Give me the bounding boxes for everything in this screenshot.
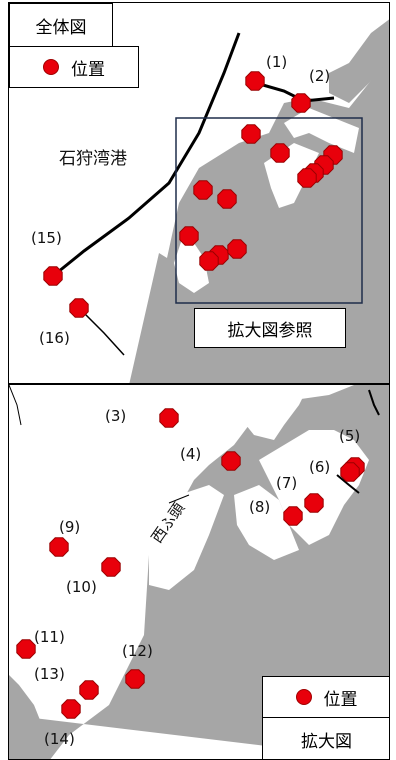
overview-map-panel: 全体図 位置 石狩湾港 拡大図参照 (1) (2) (15) (16) bbox=[8, 2, 390, 384]
overview-marker-10[interactable] bbox=[179, 226, 199, 246]
overview-marker-14[interactable] bbox=[43, 266, 63, 286]
breakwater-detail-top bbox=[368, 389, 380, 416]
detail-reference-box[interactable]: 拡大図参照 bbox=[194, 308, 346, 348]
detail-marker-9[interactable] bbox=[125, 669, 145, 689]
legend-marker-icon-detail bbox=[295, 689, 312, 705]
port-name-label: 石狩湾港 bbox=[59, 149, 127, 169]
land-strip-left bbox=[9, 675, 44, 759]
marker-label-1: (1) bbox=[266, 53, 288, 71]
overview-marker-3[interactable] bbox=[270, 143, 290, 163]
overview-marker-1[interactable] bbox=[291, 93, 311, 113]
marker-label-6: (6) bbox=[309, 458, 331, 476]
overview-marker-15[interactable] bbox=[69, 298, 89, 318]
overview-marker-2[interactable] bbox=[241, 124, 261, 144]
pier-white-3 bbox=[174, 233, 209, 293]
detail-reference-label: 拡大図参照 bbox=[227, 320, 313, 341]
coast-line-16 bbox=[78, 307, 125, 356]
marker-label-10: (10) bbox=[66, 578, 97, 596]
marker-label-7: (7) bbox=[276, 474, 298, 492]
breakwater-long bbox=[52, 32, 241, 278]
detail-marker-8[interactable] bbox=[16, 639, 36, 659]
pier-edge-line bbox=[168, 494, 190, 504]
detail-title-box: 拡大図 bbox=[262, 717, 389, 759]
marker-label-5: (5) bbox=[339, 427, 361, 445]
overview-marker-0[interactable] bbox=[245, 71, 265, 91]
marker-label-4: (4) bbox=[180, 445, 202, 463]
marker-label-8: (8) bbox=[249, 498, 271, 516]
detail-marker-5[interactable] bbox=[283, 506, 303, 526]
detail-marker-10[interactable] bbox=[79, 680, 99, 700]
legend-label: 位置 bbox=[71, 59, 105, 80]
detail-marker-6[interactable] bbox=[49, 537, 69, 557]
marker-label-13: (13) bbox=[34, 665, 65, 683]
marker-label-15: (15) bbox=[31, 229, 62, 247]
pier-white-2 bbox=[284, 108, 359, 153]
pier-white-inner bbox=[234, 485, 299, 560]
detail-markers bbox=[16, 408, 365, 719]
overview-markers bbox=[43, 71, 343, 318]
pier-west-nishi bbox=[149, 485, 224, 590]
pier-white-east bbox=[234, 385, 309, 440]
marker-label-16: (16) bbox=[39, 329, 70, 347]
coast-left-edge bbox=[9, 385, 22, 426]
marker-label-9: (9) bbox=[59, 518, 81, 536]
detail-marker-1[interactable] bbox=[221, 451, 241, 471]
marker-label-14: (14) bbox=[44, 730, 75, 748]
overview-title-box: 全体図 bbox=[9, 3, 113, 47]
detail-map[interactable] bbox=[9, 385, 390, 760]
breakwater-north bbox=[255, 81, 335, 103]
detail-marker-11[interactable] bbox=[61, 699, 81, 719]
detail-marker-0[interactable] bbox=[159, 408, 179, 428]
detail-marker-7[interactable] bbox=[101, 557, 121, 577]
detail-legend-label: 位置 bbox=[323, 689, 358, 710]
marker-label-11: (11) bbox=[34, 628, 65, 646]
detail-marker-3[interactable] bbox=[340, 462, 360, 482]
breakwater-detail-east bbox=[336, 474, 360, 494]
overview-legend-box: 位置 bbox=[9, 46, 139, 88]
overview-marker-9[interactable] bbox=[217, 189, 237, 209]
legend-marker-icon bbox=[43, 59, 59, 75]
detail-marker-4[interactable] bbox=[304, 493, 324, 513]
marker-label-3: (3) bbox=[105, 407, 127, 425]
detail-legend-box: 位置 bbox=[262, 676, 389, 718]
overview-marker-12[interactable] bbox=[199, 251, 219, 271]
marker-label-12: (12) bbox=[122, 642, 153, 660]
detail-title: 拡大図 bbox=[301, 731, 352, 752]
overview-marker-7[interactable] bbox=[297, 168, 317, 188]
overview-marker-13[interactable] bbox=[227, 239, 247, 259]
detail-map-panel: 西ふ頭 (3) (4) (5) (6) (7) (8) (9) (10) (11… bbox=[8, 384, 390, 760]
overview-map[interactable] bbox=[9, 3, 390, 384]
marker-label-2: (2) bbox=[309, 67, 331, 85]
land-area-top bbox=[329, 19, 389, 103]
overview-marker-8[interactable] bbox=[193, 180, 213, 200]
detail-frame bbox=[175, 117, 363, 304]
overview-title: 全体図 bbox=[35, 17, 87, 38]
